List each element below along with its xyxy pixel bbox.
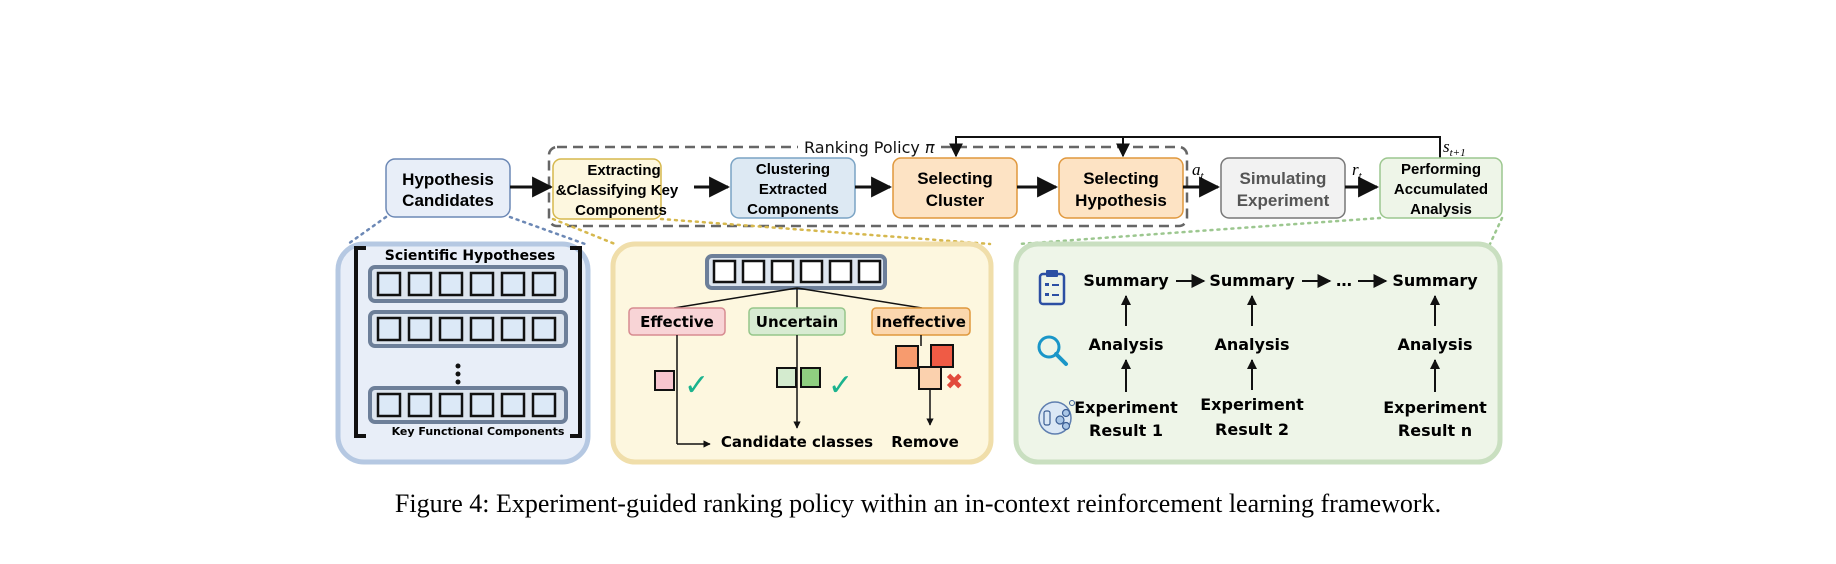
component-square — [531, 392, 557, 418]
svg-text:Experiment: Experiment — [1074, 398, 1178, 417]
component-square — [438, 316, 464, 342]
action-label: at — [1192, 160, 1205, 182]
svg-text:Experiment: Experiment — [1383, 398, 1487, 417]
svg-text:Summary: Summary — [1209, 271, 1295, 290]
svg-text:Summary: Summary — [1083, 271, 1169, 290]
component-square — [500, 271, 526, 297]
svg-text:Result 2: Result 2 — [1215, 420, 1289, 439]
svg-text:Analysis: Analysis — [1088, 335, 1163, 354]
component-square — [531, 271, 557, 297]
component-square — [500, 392, 526, 418]
svg-text:Selecting: Selecting — [917, 169, 993, 188]
component-square — [376, 271, 402, 297]
svg-text:Effective: Effective — [640, 313, 714, 331]
component-square — [469, 316, 495, 342]
component-square — [407, 392, 433, 418]
check-icon: ✓ — [828, 368, 853, 403]
svg-text:Components: Components — [575, 202, 667, 219]
component-square — [407, 271, 433, 297]
svg-text:Clustering: Clustering — [756, 161, 830, 178]
svg-text:…: … — [1336, 271, 1352, 290]
svg-text:Candidate classes: Candidate classes — [721, 433, 873, 451]
reward-label: rt — [1352, 160, 1363, 182]
svg-text:Extracted: Extracted — [759, 181, 827, 198]
component-square — [712, 259, 737, 284]
simulating-experiment-box: Simulating Experiment — [1220, 157, 1346, 219]
remove-x-icon: ✖ — [945, 370, 963, 395]
svg-text:&Classifying Key: &Classifying Key — [556, 182, 679, 199]
svg-text:Result n: Result n — [1398, 421, 1472, 440]
svg-text:Ineffective: Ineffective — [876, 313, 966, 331]
svg-text:Experiment: Experiment — [1237, 191, 1330, 210]
feedback-line — [949, 136, 1441, 158]
hypothesis-candidates-box: Hypothesis Candidates — [385, 158, 511, 218]
svg-text:Key Functional Components: Key Functional Components — [392, 425, 565, 438]
svg-text:Experiment: Experiment — [1200, 395, 1304, 414]
state-label: st+1 — [1443, 137, 1466, 159]
accumulated-analysis-panel: Summary Summary … Summary Analysis Analy… — [1013, 241, 1503, 465]
svg-text:Performing: Performing — [1401, 161, 1481, 178]
classification-panel: Effective Uncertain Ineffective ✓ ✓ ✖ Ca… — [610, 241, 994, 465]
component-square — [500, 316, 526, 342]
check-icon: ✓ — [684, 368, 709, 403]
clipboard-icon — [1038, 270, 1066, 306]
svg-text:Extracting: Extracting — [587, 162, 660, 179]
component-square — [741, 259, 766, 284]
extracting-box: Extracting &Classifying Key Components — [552, 158, 679, 220]
svg-text:Candidates: Candidates — [402, 191, 494, 210]
svg-text:Components: Components — [747, 201, 839, 218]
component-square — [376, 316, 402, 342]
performing-analysis-box: Performing Accumulated Analysis — [1379, 157, 1503, 219]
svg-text:Hypothesis: Hypothesis — [1075, 191, 1167, 210]
component-square — [407, 316, 433, 342]
svg-text:Simulating: Simulating — [1240, 169, 1327, 188]
component-square — [469, 271, 495, 297]
scientific-hypotheses-panel: Scientific Hypotheses Key Functional Com… — [335, 241, 591, 465]
component-square — [376, 392, 402, 418]
component-square — [799, 259, 824, 284]
component-square — [469, 392, 495, 418]
component-square — [531, 316, 557, 342]
component-square — [770, 259, 795, 284]
component-square — [828, 259, 853, 284]
svg-text:Result 1: Result 1 — [1089, 421, 1163, 440]
svg-text:Accumulated: Accumulated — [1394, 181, 1488, 198]
svg-text:Selecting: Selecting — [1083, 169, 1159, 188]
svg-text:Analysis: Analysis — [1397, 335, 1472, 354]
svg-text:Analysis: Analysis — [1214, 335, 1289, 354]
svg-text:Remove: Remove — [891, 433, 959, 451]
magnifier-icon — [1037, 335, 1068, 366]
component-square — [857, 259, 882, 284]
svg-text:Hypothesis: Hypothesis — [402, 170, 494, 189]
component-square — [438, 271, 464, 297]
experiment-icon — [1038, 400, 1075, 435]
svg-text:Analysis: Analysis — [1410, 201, 1472, 218]
selecting-cluster-box: Selecting Cluster — [892, 157, 1018, 219]
svg-text:Summary: Summary — [1392, 271, 1478, 290]
svg-text:Scientific Hypotheses: Scientific Hypotheses — [385, 248, 555, 264]
ranking-policy-label: Ranking Policy π — [804, 138, 935, 157]
figure-caption: Figure 4: Experiment-guided ranking poli… — [395, 489, 1441, 518]
svg-text:Uncertain: Uncertain — [756, 313, 838, 331]
clustering-box: Clustering Extracted Components — [730, 157, 856, 219]
selecting-hypothesis-box: Selecting Hypothesis — [1058, 157, 1184, 219]
component-square — [438, 392, 464, 418]
svg-text:Cluster: Cluster — [926, 191, 985, 210]
